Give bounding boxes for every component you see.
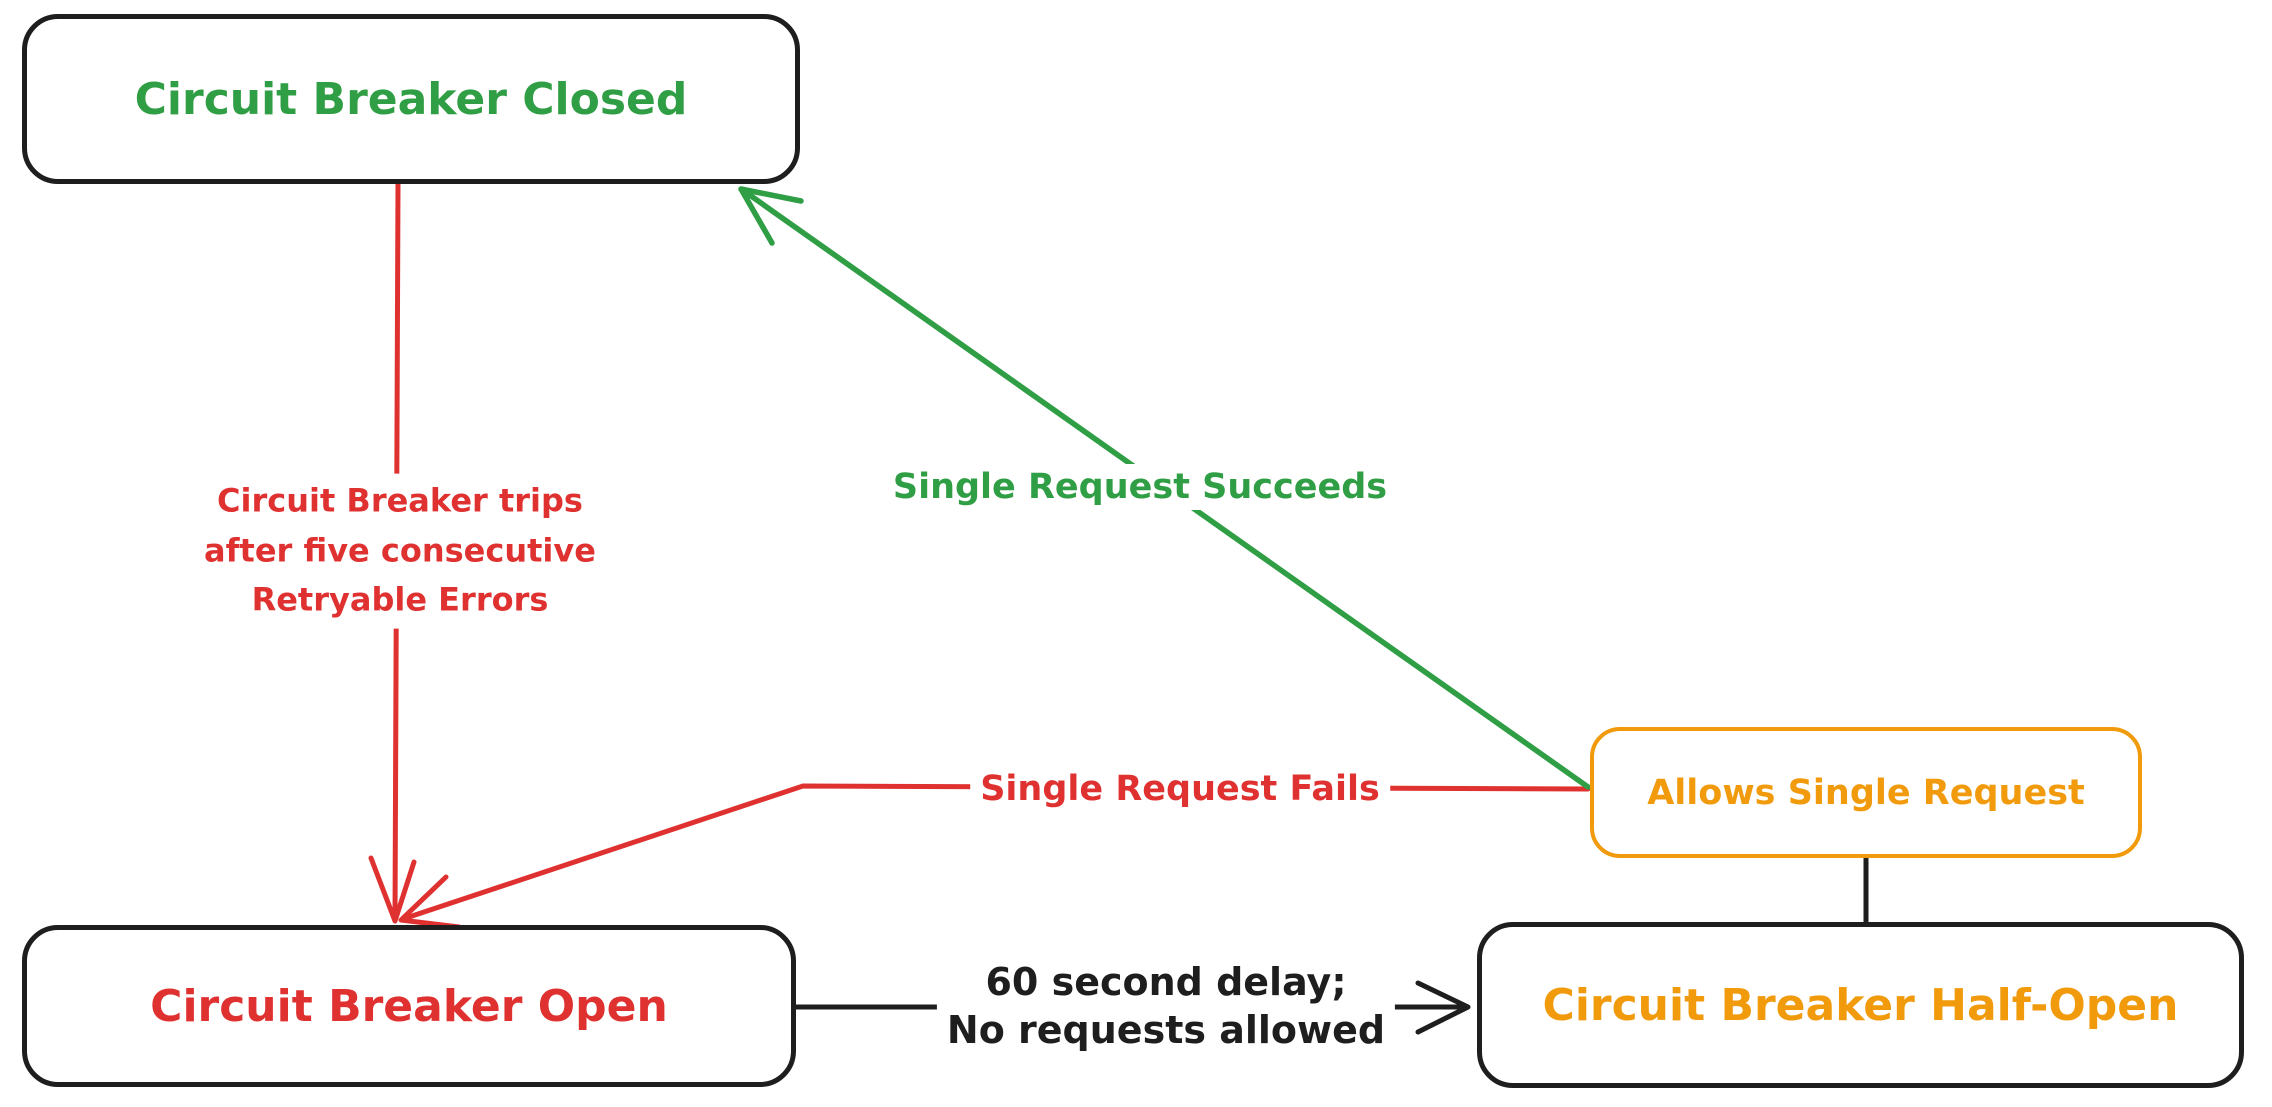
open-state-label: Circuit Breaker Open — [150, 980, 668, 1032]
fails-arrowhead-icon — [398, 874, 462, 930]
fails-edge-label: Single Request Fails — [970, 766, 1390, 812]
trips-arrowhead-icon — [368, 855, 417, 924]
succeeds-arrowhead-icon — [738, 186, 804, 246]
open-state-box: Circuit Breaker Open — [22, 925, 796, 1087]
closed-state-label: Circuit Breaker Closed — [134, 73, 688, 125]
delay-arrowhead-icon — [1415, 980, 1471, 1035]
allows-single-request-label: Allows Single Request — [1647, 772, 2085, 813]
allows-single-request-box: Allows Single Request — [1590, 727, 2142, 858]
half-open-state-box: Circuit Breaker Half-Open — [1477, 922, 2244, 1088]
half-open-state-label: Circuit Breaker Half-Open — [1542, 979, 2179, 1031]
succeeds-edge-label: Single Request Succeeds — [882, 464, 1398, 510]
closed-state-box: Circuit Breaker Closed — [22, 14, 800, 184]
delay-edge-label: 60 second delay; No requests allowed — [936, 956, 1396, 1058]
trips-edge-label: Circuit Breaker trips after five consecu… — [194, 473, 606, 629]
